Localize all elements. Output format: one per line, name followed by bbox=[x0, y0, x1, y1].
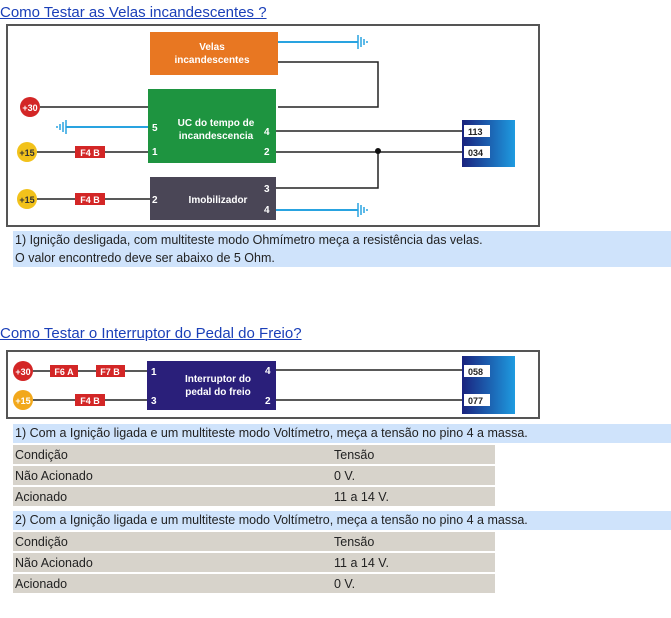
svg-text:+30: +30 bbox=[15, 367, 30, 377]
ground-icon bbox=[56, 35, 368, 217]
brake-pedal-switch-box bbox=[147, 361, 276, 410]
glow-plugs-box bbox=[150, 32, 278, 75]
svg-text:F6 A: F6 A bbox=[54, 367, 74, 377]
section2-title-link[interactable]: Como Testar o Interruptor do Pedal do Fr… bbox=[0, 325, 302, 342]
svg-text:2: 2 bbox=[265, 396, 271, 407]
svg-text:+15: +15 bbox=[19, 195, 34, 205]
svg-text:F4 B: F4 B bbox=[80, 148, 100, 158]
svg-text:+30: +30 bbox=[22, 103, 37, 113]
svg-text:3: 3 bbox=[151, 396, 157, 407]
svg-text:2: 2 bbox=[152, 195, 158, 206]
test1-instruction: 1) Com a Ignição ligada e um multiteste … bbox=[13, 424, 671, 443]
svg-text:5: 5 bbox=[152, 123, 158, 134]
svg-text:2: 2 bbox=[264, 147, 270, 158]
svg-text:034: 034 bbox=[468, 148, 483, 158]
svg-text:077: 077 bbox=[468, 396, 483, 406]
svg-text:+15: +15 bbox=[19, 148, 34, 158]
svg-text:058: 058 bbox=[468, 367, 483, 377]
test2-instruction: 2) Com a Ignição ligada e um multiteste … bbox=[13, 511, 671, 530]
svg-text:Imobilizador: Imobilizador bbox=[189, 195, 248, 206]
plus30-terminal bbox=[20, 97, 40, 117]
instruction-line: 1) Ignição desligada, com multiteste mod… bbox=[15, 233, 483, 247]
svg-text:4: 4 bbox=[265, 366, 271, 377]
svg-text:F7 B: F7 B bbox=[100, 367, 120, 377]
svg-text:4: 4 bbox=[264, 127, 270, 138]
svg-text:1: 1 bbox=[152, 147, 158, 158]
svg-text:3: 3 bbox=[264, 184, 270, 195]
immobilizer-box bbox=[150, 177, 276, 220]
section1-title-link[interactable]: Como Testar as Velas incandescentes ? bbox=[0, 4, 267, 21]
svg-text:F4 B: F4 B bbox=[80, 195, 100, 205]
instruction-line: O valor encontredo deve ser abaixo de 5 … bbox=[15, 251, 275, 265]
glow-control-unit-box bbox=[148, 89, 276, 163]
svg-text:113: 113 bbox=[468, 127, 483, 137]
svg-text:F4 B: F4 B bbox=[80, 396, 100, 406]
svg-text:+15: +15 bbox=[15, 396, 30, 406]
instructions-band: 1) Ignição desligada, com multiteste mod… bbox=[13, 231, 671, 267]
svg-text:4: 4 bbox=[264, 205, 270, 216]
svg-text:1: 1 bbox=[151, 367, 157, 378]
